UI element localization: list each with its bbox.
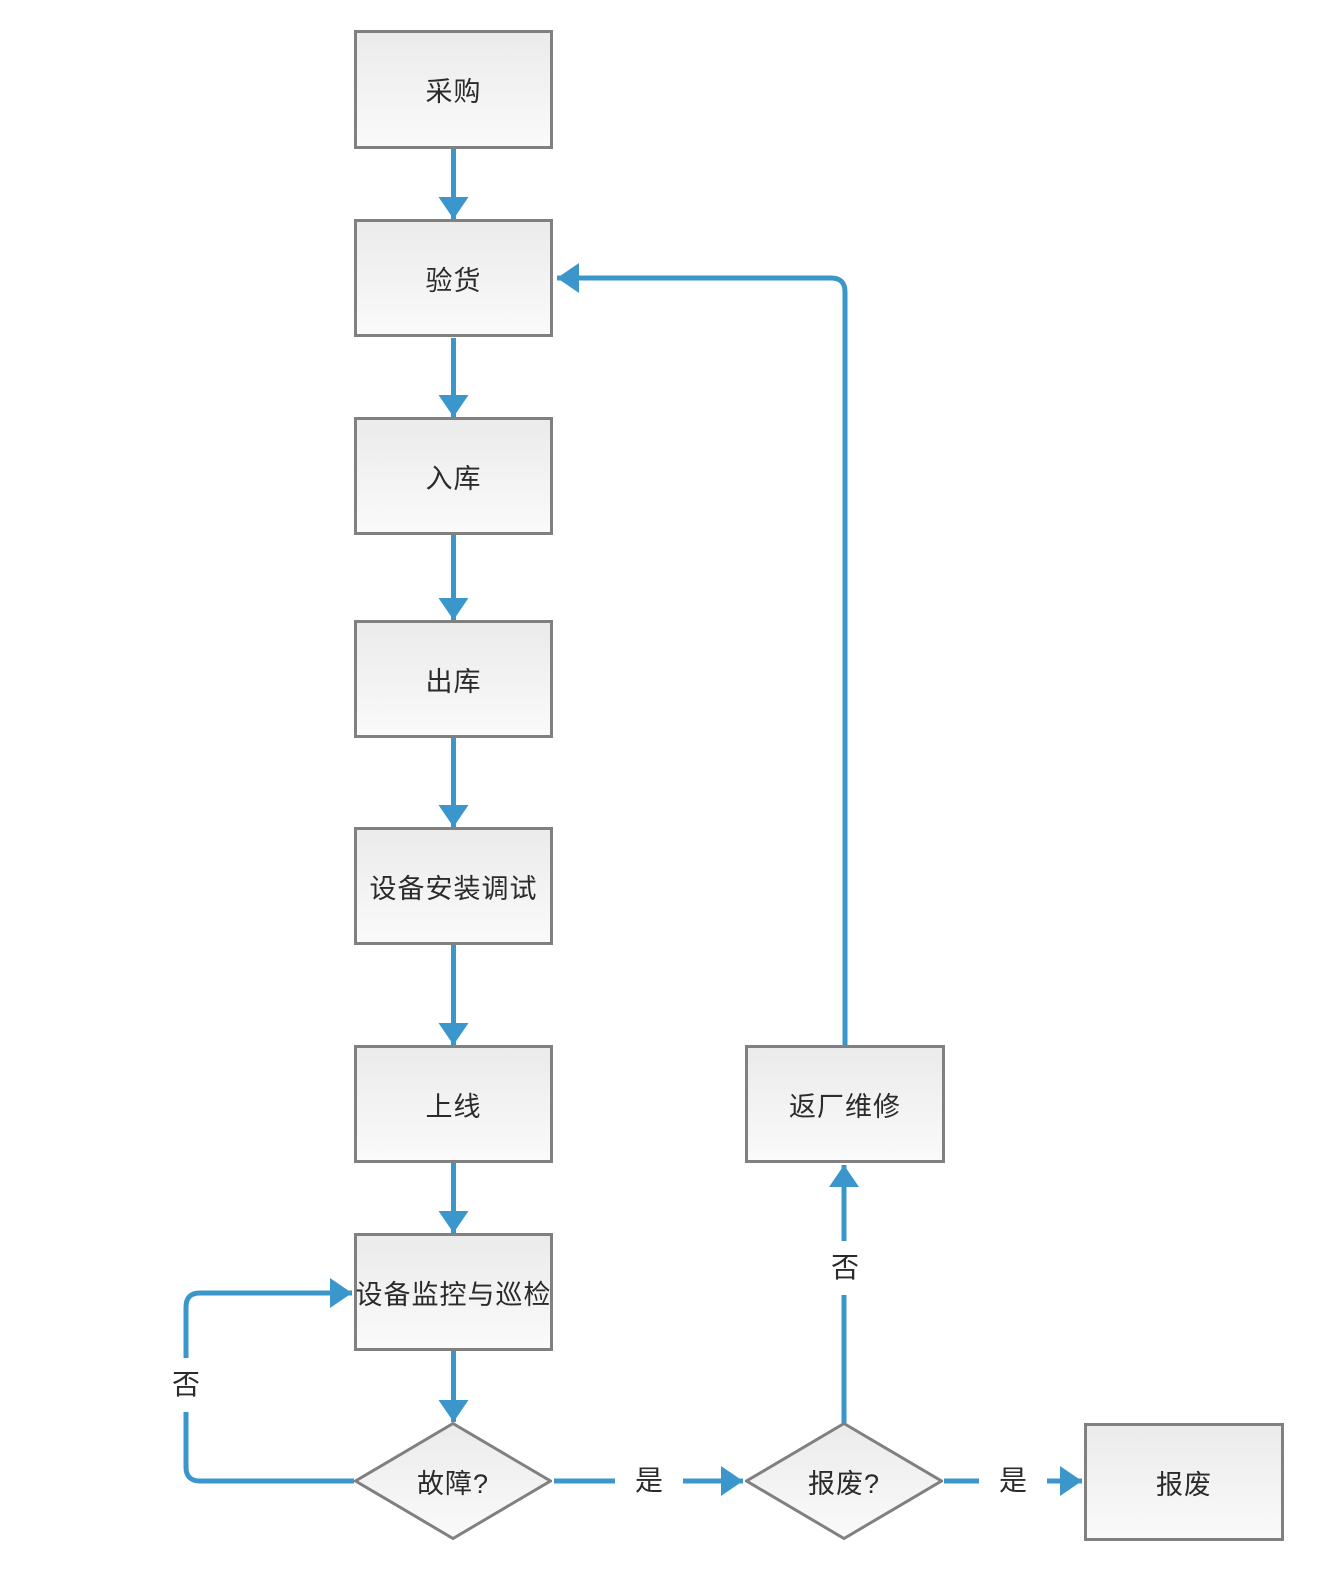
edge-fault-no-loop-to-monitor xyxy=(183,1278,354,1484)
decision-scrap: 报废? xyxy=(745,1422,943,1540)
edge-repair-to-inspection xyxy=(557,263,848,1045)
edge-label-scrap-no: 否 xyxy=(824,1241,866,1295)
node-purchase-label: 采购 xyxy=(425,77,482,107)
node-monitor-patrol: 设备监控与巡检 xyxy=(354,1233,553,1351)
node-inspection: 验货 xyxy=(354,219,553,337)
node-repair-return-label: 返厂维修 xyxy=(789,1091,901,1122)
node-stock-out-label: 出库 xyxy=(425,666,482,697)
decision-fault: 故障? xyxy=(354,1422,552,1540)
node-install-debug: 设备安装调试 xyxy=(354,827,553,945)
decision-fault-diamond-shape xyxy=(354,1422,552,1540)
node-install-debug-label: 设备安装调试 xyxy=(369,873,538,904)
node-stock-in-label: 入库 xyxy=(425,463,482,494)
node-scrap: 报废 xyxy=(1084,1423,1284,1541)
node-stock-in: 入库 xyxy=(354,417,553,535)
decision-scrap-diamond-shape xyxy=(745,1422,943,1540)
node-scrap-label: 报废 xyxy=(1156,1469,1212,1500)
node-purchase: 采购 xyxy=(354,30,553,149)
edge-label-scrap-yes: 是 xyxy=(978,1461,1048,1501)
decision-scrap-label: 报废? xyxy=(807,1468,881,1499)
node-go-live: 上线 xyxy=(354,1045,553,1163)
node-monitor-patrol-label: 设备监控与巡检 xyxy=(355,1279,552,1310)
edge-label-fault-yes: 是 xyxy=(614,1461,684,1501)
decision-fault-label: 故障? xyxy=(416,1468,490,1499)
node-inspection-label: 验货 xyxy=(425,265,482,296)
node-go-live-label: 上线 xyxy=(425,1091,482,1122)
edge-label-fault-no: 否 xyxy=(165,1358,207,1412)
node-stock-out: 出库 xyxy=(354,620,553,738)
node-repair-return: 返厂维修 xyxy=(745,1045,945,1163)
